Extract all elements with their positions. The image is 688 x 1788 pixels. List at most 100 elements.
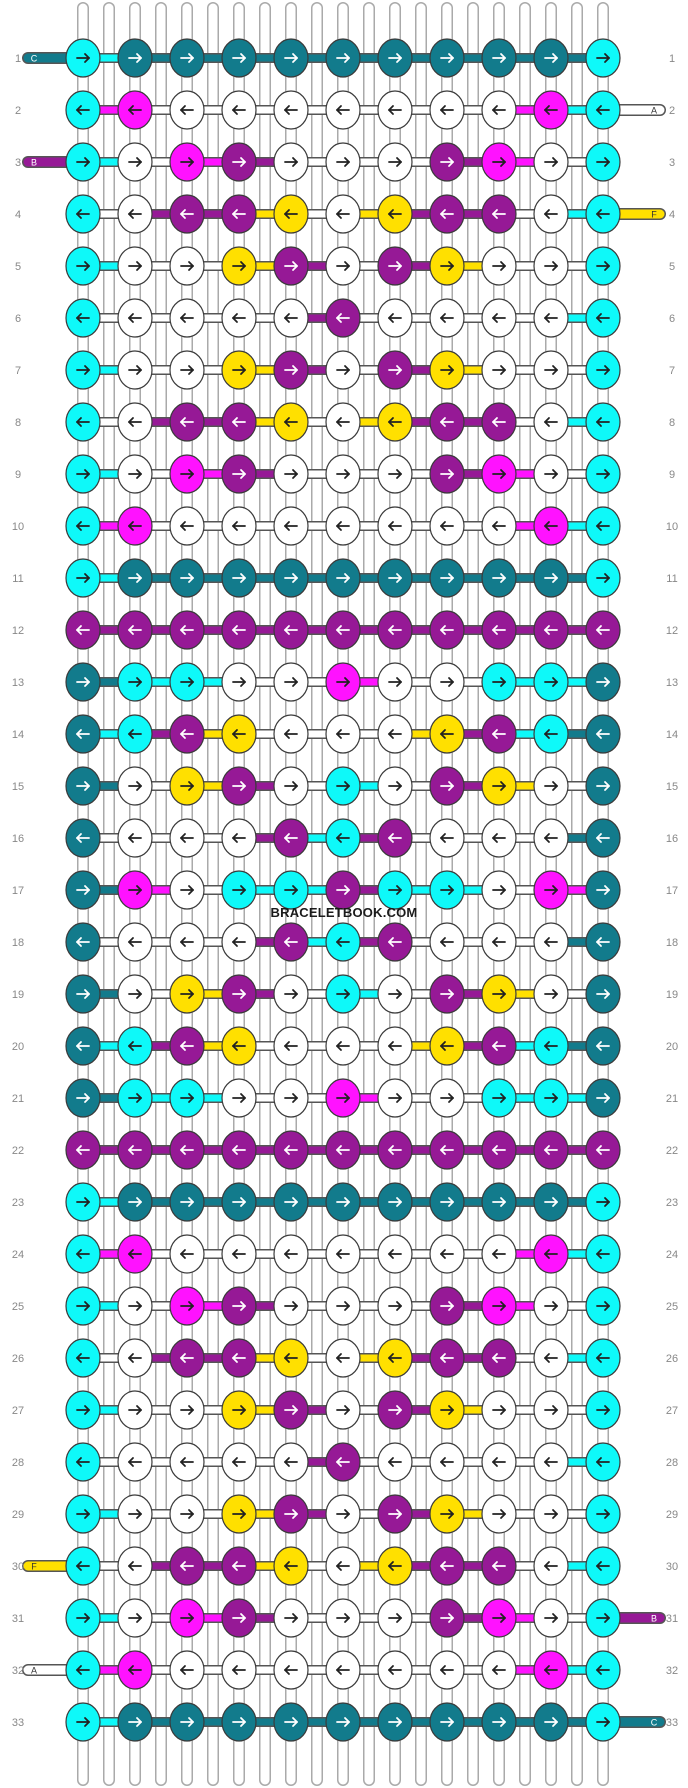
row-number-left: 31 bbox=[12, 1613, 24, 1625]
knot bbox=[325, 1078, 361, 1118]
arrow-right-icon bbox=[76, 1093, 90, 1103]
knot bbox=[117, 1182, 153, 1222]
knot bbox=[169, 350, 205, 390]
arrow-right-icon bbox=[596, 261, 610, 271]
row-number-right: 14 bbox=[666, 729, 678, 741]
arrow-left-icon bbox=[388, 833, 402, 843]
knot bbox=[585, 402, 621, 442]
knot bbox=[169, 142, 205, 182]
arrow-right-icon bbox=[232, 1093, 246, 1103]
knot bbox=[65, 246, 101, 286]
knot bbox=[221, 454, 257, 494]
arrow-left-icon bbox=[388, 209, 402, 219]
knot bbox=[169, 766, 205, 806]
knot bbox=[65, 714, 101, 754]
knot bbox=[481, 610, 517, 650]
arrow-left-icon bbox=[596, 833, 610, 843]
knot bbox=[169, 1494, 205, 1534]
knot bbox=[221, 1598, 257, 1638]
arrow-left-icon bbox=[596, 1041, 610, 1051]
knot bbox=[585, 1442, 621, 1482]
arrow-left-icon bbox=[596, 1249, 610, 1259]
arrow-right-icon bbox=[232, 677, 246, 687]
knot bbox=[533, 194, 569, 234]
row-number-right: 22 bbox=[666, 1145, 678, 1157]
arrow-left-icon bbox=[180, 937, 194, 947]
arrow-left-icon bbox=[128, 1249, 142, 1259]
knot bbox=[273, 610, 309, 650]
arrow-right-icon bbox=[284, 1093, 298, 1103]
arrow-left-icon bbox=[440, 417, 454, 427]
arrow-left-icon bbox=[128, 833, 142, 843]
arrow-left-icon bbox=[544, 105, 558, 115]
arrow-right-icon bbox=[388, 157, 402, 167]
string-right-F: F bbox=[612, 208, 666, 220]
row-number-left: 29 bbox=[12, 1509, 24, 1521]
knot bbox=[481, 38, 517, 78]
arrow-right-icon bbox=[336, 989, 350, 999]
knot bbox=[429, 1390, 465, 1430]
arrow-left-icon bbox=[440, 1145, 454, 1155]
knot bbox=[325, 454, 361, 494]
knot bbox=[325, 298, 361, 338]
arrow-right-icon bbox=[232, 989, 246, 999]
arrow-left-icon bbox=[180, 625, 194, 635]
row-number-left: 23 bbox=[12, 1197, 24, 1209]
arrow-right-icon bbox=[180, 885, 194, 895]
arrow-left-icon bbox=[544, 1249, 558, 1259]
knot bbox=[377, 558, 413, 598]
arrow-right-icon bbox=[440, 885, 454, 895]
arrow-right-icon bbox=[284, 677, 298, 687]
arrow-right-icon bbox=[232, 573, 246, 583]
arrow-left-icon bbox=[284, 1353, 298, 1363]
knot bbox=[429, 1234, 465, 1274]
arrow-left-icon bbox=[492, 313, 506, 323]
knot bbox=[481, 1234, 517, 1274]
knot bbox=[221, 402, 257, 442]
knot bbox=[585, 454, 621, 494]
knot bbox=[65, 1390, 101, 1430]
arrow-right-icon bbox=[232, 885, 246, 895]
arrow-left-icon bbox=[284, 833, 298, 843]
knot bbox=[481, 1390, 517, 1430]
arrow-right-icon bbox=[284, 1509, 298, 1519]
knot bbox=[221, 1286, 257, 1326]
arrow-right-icon bbox=[492, 1093, 506, 1103]
knot bbox=[377, 1286, 413, 1326]
knot bbox=[221, 1130, 257, 1170]
arrow-right-icon bbox=[544, 1405, 558, 1415]
knot bbox=[169, 1078, 205, 1118]
arrow-left-icon bbox=[388, 417, 402, 427]
row-number-right: 10 bbox=[666, 521, 678, 533]
knot bbox=[65, 1078, 101, 1118]
arrow-left-icon bbox=[492, 1457, 506, 1467]
knot bbox=[273, 1338, 309, 1378]
arrow-right-icon bbox=[596, 1405, 610, 1415]
knot bbox=[221, 194, 257, 234]
arrow-left-icon bbox=[180, 313, 194, 323]
arrow-right-icon bbox=[180, 677, 194, 687]
knot bbox=[533, 506, 569, 546]
arrow-left-icon bbox=[336, 1353, 350, 1363]
arrow-right-icon bbox=[388, 1197, 402, 1207]
string-letter: A bbox=[651, 106, 657, 116]
arrow-left-icon bbox=[596, 1665, 610, 1675]
arrow-left-icon bbox=[284, 937, 298, 947]
arrow-right-icon bbox=[544, 365, 558, 375]
knot bbox=[585, 350, 621, 390]
knot bbox=[169, 922, 205, 962]
knot bbox=[221, 350, 257, 390]
row-number-left: 2 bbox=[15, 105, 21, 117]
arrow-left-icon bbox=[232, 1249, 246, 1259]
knot bbox=[481, 90, 517, 130]
knot bbox=[65, 1234, 101, 1274]
knot bbox=[429, 1442, 465, 1482]
arrow-right-icon bbox=[544, 989, 558, 999]
knot bbox=[65, 1702, 101, 1742]
arrow-right-icon bbox=[336, 781, 350, 791]
knot bbox=[533, 1494, 569, 1534]
knot bbox=[533, 1650, 569, 1690]
row-number-left: 26 bbox=[12, 1353, 24, 1365]
arrow-right-icon bbox=[76, 677, 90, 687]
